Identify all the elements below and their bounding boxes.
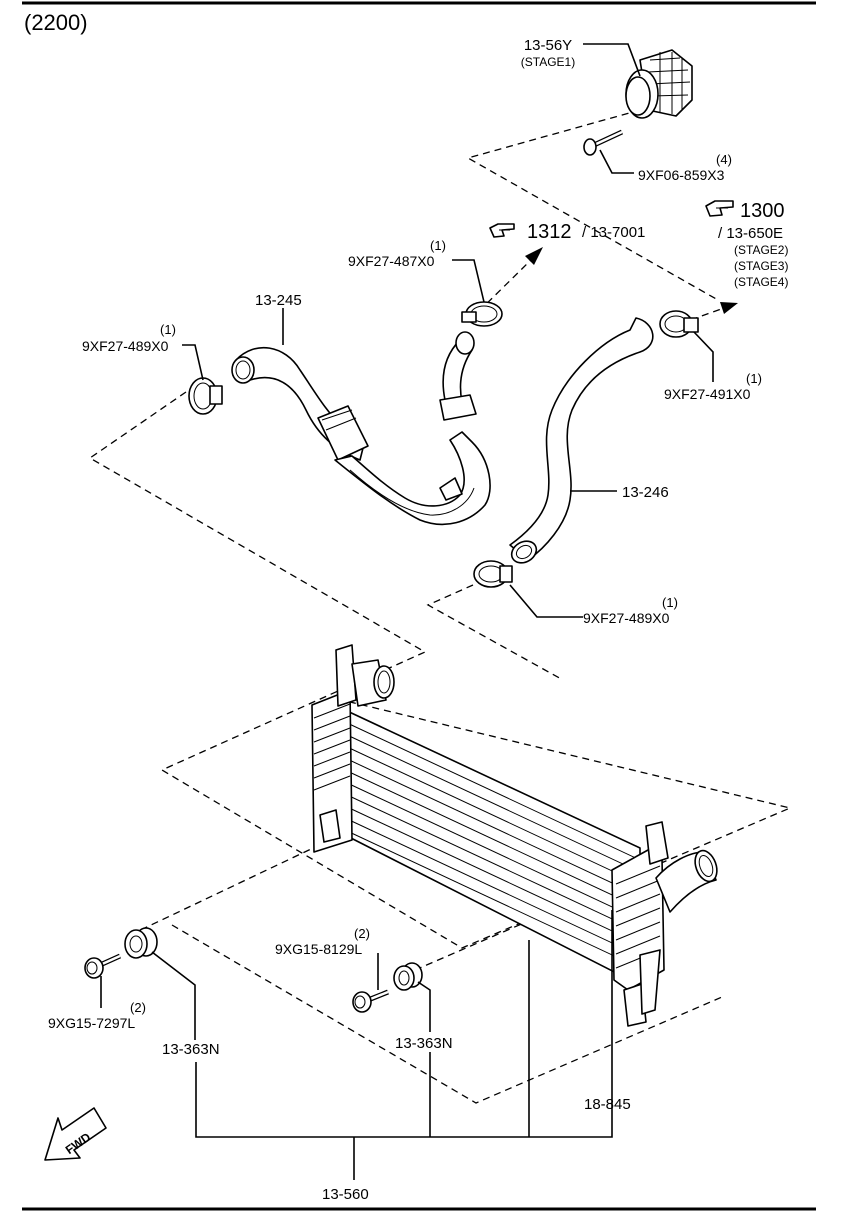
mount-13-363N-right <box>393 962 423 991</box>
part-number-13-246: 13-246 <box>622 484 669 501</box>
intake-hose-13-246 <box>509 317 654 564</box>
part-number-13-560: 13-560 <box>322 1186 369 1203</box>
part-number-9XF27-489X0-lower: 9XF27-489X0 <box>583 610 670 626</box>
part-number-9XF27-491X0: 9XF27-491X0 <box>664 386 751 402</box>
leader-lines <box>100 43 714 1180</box>
stage1-note: (STAGE1) <box>521 55 575 69</box>
part-number-9XF06-859X3: 9XF06-859X3 <box>638 167 725 183</box>
qty-bolt-top: (4) <box>716 152 732 167</box>
part-number-13-363N-left: 13-363N <box>162 1041 220 1058</box>
hose-clamp-9XF27-489X0-left <box>188 377 223 415</box>
part-number-18-845: 18-845 <box>584 1096 631 1113</box>
page-code: (2200) <box>24 10 88 35</box>
stage2-note: (STAGE2) <box>734 243 788 257</box>
intercooler-18-845 <box>311 644 718 1027</box>
ref-13-650E: / 13-650E <box>718 225 783 242</box>
qty-clamp-487: (1) <box>430 238 446 253</box>
bolt-9XG15-8129L <box>352 989 389 1013</box>
stage4-note: (STAGE4) <box>734 275 788 289</box>
part-number-9XG15-7297L: 9XG15-7297L <box>48 1015 135 1031</box>
part-number-9XF27-487X0: 9XF27-487X0 <box>348 253 435 269</box>
qty-clamp-489a: (1) <box>160 322 176 337</box>
assembly-dashed-lines <box>88 109 793 1104</box>
part-number-13-363N-right: 13-363N <box>395 1035 453 1052</box>
part-labels: 13-56Y (STAGE1) (4) 9XF06-859X3 1300 / 1… <box>48 37 788 1203</box>
pointing-hand-icon-1312 <box>489 223 515 238</box>
part-number-9XF27-489X0-upper: 9XF27-489X0 <box>82 338 169 354</box>
bolt-9XF06-859X3 <box>583 129 624 156</box>
forward-arrow-icon: FWD <box>44 1107 107 1161</box>
stage3-note: (STAGE3) <box>734 259 788 273</box>
hose-clamp-9XF27-491X0 <box>659 310 699 338</box>
air-adapter-13-56Y <box>625 49 693 119</box>
hose-clamp-9XF27-487X0 <box>461 301 503 327</box>
ref-13-7001: / 13-7001 <box>582 224 645 241</box>
qty-bolt-7297: (2) <box>130 1000 146 1015</box>
qty-clamp-491: (1) <box>746 371 762 386</box>
ref-1312: 1312 <box>527 221 572 243</box>
part-number-13-56Y: 13-56Y <box>524 37 572 54</box>
intake-pipe-13-245 <box>231 331 491 526</box>
ref-1300: 1300 <box>740 200 785 222</box>
pointing-hand-icon-1300 <box>705 200 734 217</box>
qty-bolt-8129: (2) <box>354 926 370 941</box>
mount-13-363N-left <box>124 927 158 959</box>
bolt-9XG15-7297L <box>84 953 122 979</box>
hose-clamp-9XF27-489X0-lower <box>473 560 513 588</box>
qty-clamp-489b: (1) <box>662 595 678 610</box>
part-number-13-245: 13-245 <box>255 292 302 309</box>
part-number-9XG15-8129L: 9XG15-8129L <box>275 941 362 957</box>
